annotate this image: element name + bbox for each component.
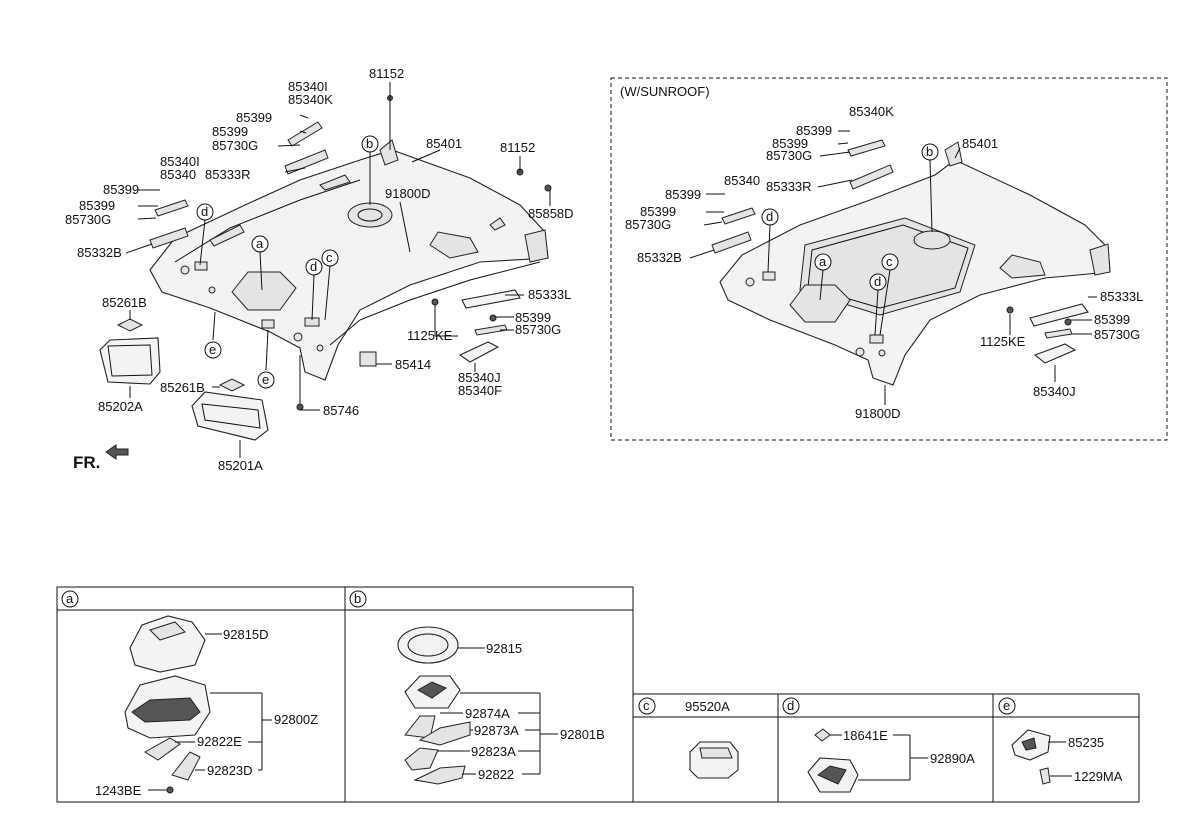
main-callouts: a b c d d e e: [196, 135, 379, 389]
label-85340K: 85340K: [288, 92, 333, 107]
sunroof-label-85730G: 85730G: [625, 217, 671, 232]
detail-e-key: e: [1003, 698, 1010, 713]
label-85401: 85401: [426, 136, 462, 151]
sunroof-label-85401: 85401: [962, 136, 998, 151]
detail-b-label-92801B: 92801B: [560, 727, 605, 742]
sunroof-callout-d: d: [766, 209, 773, 224]
detail-b-label-92823A: 92823A: [471, 744, 516, 759]
detail-b-label-92815: 92815: [486, 641, 522, 656]
label-85414: 85414: [395, 357, 431, 372]
label-85858D: 85858D: [528, 206, 574, 221]
sunroof-label-85399: 85399: [1094, 312, 1130, 327]
sunroof-label-85399: 85399: [796, 123, 832, 138]
sun-visors: [99, 95, 552, 460]
sunroof-label-85730G: 85730G: [766, 148, 812, 163]
label-81152: 81152: [500, 140, 535, 155]
sunroof-label-85332B: 85332B: [637, 250, 682, 265]
callout-d: d: [201, 204, 208, 219]
detail-tables: [56, 586, 1140, 803]
sunroof-label-85333R: 85333R: [766, 179, 812, 194]
label-1125KE: 1125KE: [407, 328, 453, 343]
detail-a: a 92815D 92800Z 92822E 92823D 1243BE: [61, 590, 318, 798]
sunroof-variant-panel: (W/SUNROOF): [610, 77, 1168, 441]
label-85261B: 85261B: [102, 295, 147, 310]
label-85730G: 85730G: [515, 322, 561, 337]
label-85332B: 85332B: [77, 245, 122, 260]
main-labels: 81152 85340I 85340K 85399 85399 85730G 8…: [65, 66, 574, 473]
label-85399: 85399: [79, 198, 115, 213]
detail-c-key: c: [643, 698, 650, 713]
detail-e-label-1229MA: 1229MA: [1074, 769, 1123, 784]
label-85340: 85340: [160, 167, 196, 182]
sunroof-label-85399: 85399: [640, 204, 676, 219]
sunroof-label-85340K: 85340K: [849, 104, 894, 119]
main-leaders: [125, 82, 551, 458]
callout-c: c: [326, 250, 333, 265]
sunroof-label-85399: 85399: [772, 136, 808, 151]
label-85399: 85399: [212, 124, 248, 139]
detail-a-label-1243BE: 1243BE: [95, 783, 142, 798]
label-91800D: 91800D: [385, 186, 431, 201]
label-81152: 81152: [369, 66, 404, 81]
label-85340I: 85340I: [160, 154, 200, 169]
detail-d-key: d: [787, 698, 794, 713]
sunroof-callout-b: b: [926, 144, 933, 159]
front-indicator: FR.: [73, 453, 100, 472]
sunroof-callout-c: c: [886, 254, 893, 269]
detail-d-label-18641E: 18641E: [843, 728, 888, 743]
detail-b-label-92874A: 92874A: [465, 706, 510, 721]
label-85333R: 85333R: [205, 167, 251, 182]
label-85333L: 85333L: [528, 287, 571, 302]
sunroof-callout-d: d: [874, 274, 881, 289]
detail-a-label-92815D: 92815D: [223, 627, 269, 642]
callout-d: d: [310, 259, 317, 274]
label-85746: 85746: [323, 403, 359, 418]
callout-b: b: [366, 136, 373, 151]
detail-b: b 92815 92874A 92873A 92801B 92823A 9282…: [349, 590, 605, 785]
detail-a-key: a: [66, 591, 74, 606]
sunroof-label-85340: 85340: [724, 173, 760, 188]
label-85201A: 85201A: [218, 458, 263, 473]
label-85730G: 85730G: [212, 138, 258, 153]
sunroof-label-85333L: 85333L: [1100, 289, 1143, 304]
detail-a-label-92823D: 92823D: [207, 763, 253, 778]
detail-a-label-92800Z: 92800Z: [274, 712, 318, 727]
label-85340F: 85340F: [458, 383, 502, 398]
sunroof-label-85399: 85399: [665, 187, 701, 202]
sunroof-callout-a: a: [819, 254, 827, 269]
detail-b-label-92822: 92822: [478, 767, 514, 782]
label-85340I: 85340I: [288, 79, 328, 94]
detail-b-label-92873A: 92873A: [474, 723, 519, 738]
detail-b-key: b: [354, 591, 361, 606]
main-headliner-assembly: [149, 139, 549, 381]
detail-e: e 85235 1229MA: [998, 697, 1123, 785]
sunroof-title: (W/SUNROOF): [620, 84, 710, 99]
detail-c-label-95520A: 95520A: [685, 699, 730, 714]
sunroof-label-91800D: 91800D: [855, 406, 901, 421]
label-85399: 85399: [103, 182, 139, 197]
label-85202A: 85202A: [98, 399, 143, 414]
label-85730G: 85730G: [65, 212, 111, 227]
detail-e-label-85235: 85235: [1068, 735, 1104, 750]
callout-a: a: [256, 236, 264, 251]
callout-e: e: [209, 342, 216, 357]
callout-e: e: [262, 372, 269, 387]
label-85340J: 85340J: [458, 370, 501, 385]
sunroof-label-85730G: 85730G: [1094, 327, 1140, 342]
label-85399: 85399: [515, 310, 551, 325]
label-85261B: 85261B: [160, 380, 205, 395]
detail-c: c 95520A: [638, 697, 739, 779]
label-85399: 85399: [236, 110, 272, 125]
detail-a-label-92822E: 92822E: [197, 734, 242, 749]
sunroof-label-1125KE: 1125KE: [980, 334, 1026, 349]
detail-d: d 18641E 92890A: [782, 697, 975, 793]
sunroof-label-85340J: 85340J: [1033, 384, 1076, 399]
detail-d-label-92890A: 92890A: [930, 751, 975, 766]
